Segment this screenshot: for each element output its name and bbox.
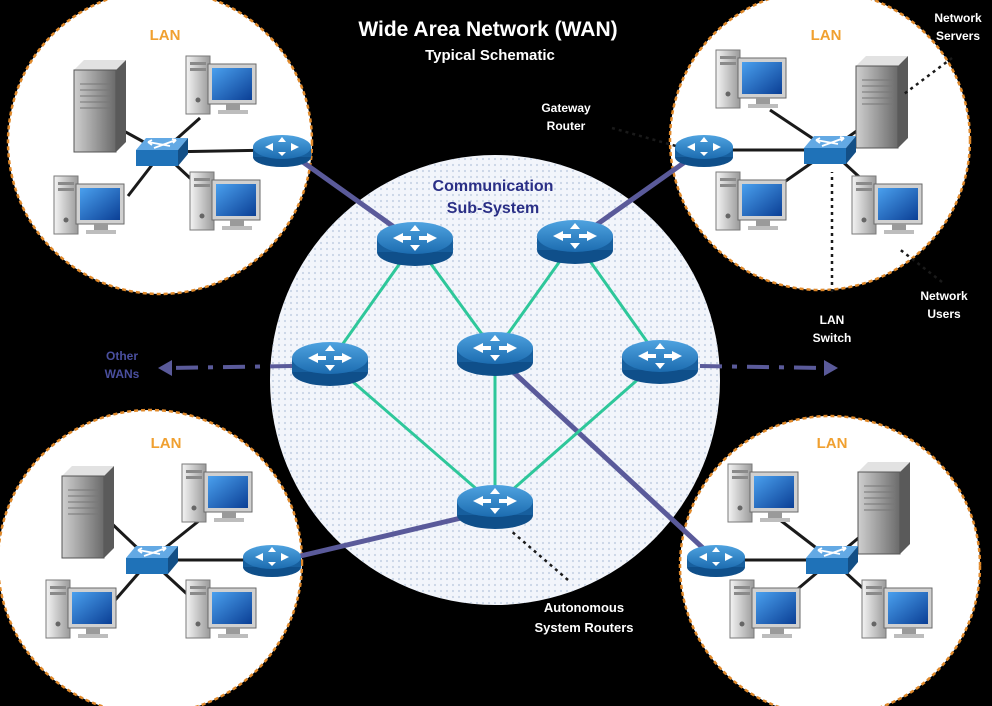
core-router-5	[622, 340, 698, 384]
arrow-right-icon	[824, 360, 838, 376]
annotation-leaders	[509, 57, 953, 581]
as-routers-label-line2: System Routers	[535, 620, 634, 635]
gateway-router-icon	[675, 135, 733, 167]
network-users-label-line1: Network	[920, 289, 968, 303]
lan-label-bottom-right: LAN	[817, 435, 848, 452]
switch-icon	[125, 545, 179, 575]
other-wans-label-line1: Other	[106, 349, 138, 363]
lan-top-left-devices	[53, 55, 311, 235]
switch-icon	[135, 137, 189, 167]
network-servers-label-line1: Network	[934, 11, 982, 25]
server-icon	[61, 465, 115, 559]
other-wans-label-line2: WANs	[105, 367, 140, 381]
other-wans-links	[167, 364, 827, 370]
server-icon	[855, 55, 909, 149]
wan-link-bottom-right	[493, 353, 720, 564]
core-router-6	[457, 485, 533, 529]
core-label-line1: Communication	[433, 178, 554, 195]
core-router-3	[292, 342, 368, 386]
lan-bottom-left-devices	[45, 463, 301, 639]
core-router-1	[377, 222, 453, 266]
server-icon	[73, 59, 127, 153]
arrow-left-icon	[158, 360, 172, 376]
gateway-router-icon	[687, 545, 745, 577]
switch-icon	[805, 545, 859, 575]
lan-bottom-right-devices	[687, 461, 933, 639]
diagram-title: Wide Area Network (WAN)	[358, 18, 617, 41]
core-label-line2: Sub-System	[447, 200, 539, 217]
diagram-subtitle: Typical Schematic	[425, 47, 555, 64]
switch-icon	[803, 135, 857, 165]
lan-label-bottom-left: LAN	[151, 435, 182, 452]
gateway-router-label-line2: Router	[547, 119, 586, 133]
lan-switch-label-line2: Switch	[813, 331, 852, 345]
core-router-2	[537, 220, 613, 264]
lan-switch-label-line1: LAN	[820, 313, 845, 327]
lan-label-top-left: LAN	[150, 27, 181, 44]
gateway-router-icon	[243, 545, 301, 577]
server-icon	[857, 461, 911, 555]
lan-label-top-right: LAN	[811, 27, 842, 44]
lan-top-right-devices	[675, 49, 923, 235]
core-router-4	[457, 332, 533, 376]
gateway-router-label-line1: Gateway	[541, 101, 591, 115]
network-users-label-line2: Users	[927, 307, 961, 321]
as-routers-label-line1: Autonomous	[544, 600, 624, 615]
gateway-router-icon	[253, 135, 311, 167]
network-servers-label-line2: Servers	[936, 29, 980, 43]
